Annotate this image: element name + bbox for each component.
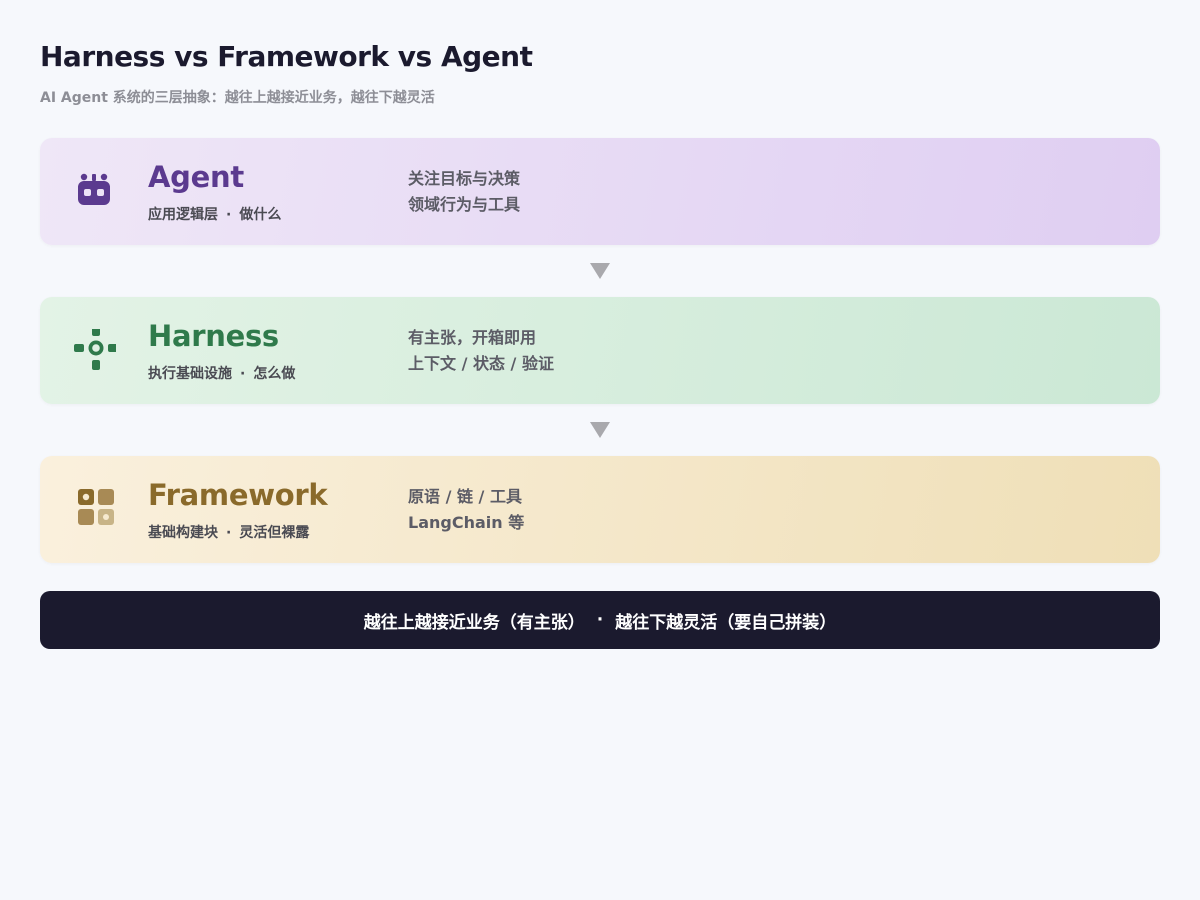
layer-role: 应用逻辑层 · 做什么 — [148, 204, 281, 224]
layer-name: Harness — [148, 319, 279, 353]
layer-role-detail: 做什么 — [239, 207, 282, 223]
layer-role-label: 执行基础设施 — [148, 366, 232, 382]
separator-dot: · — [596, 610, 604, 630]
layer-details: 关注目标与决策 领域行为与工具 — [408, 166, 520, 218]
down-arrow-icon — [590, 263, 610, 279]
separator-dot: · — [226, 207, 232, 223]
layer-role-detail: 怎么做 — [253, 366, 296, 382]
down-arrow-icon — [590, 422, 610, 438]
layer-details: 原语 / 链 / 工具 LangChain 等 — [408, 484, 524, 536]
layer-name: Agent — [148, 160, 244, 194]
layer-name: Framework — [148, 478, 328, 512]
summary-left: 越往上越接近业务（有主张） — [363, 612, 585, 633]
layer-role-label: 基础构建块 — [148, 525, 218, 541]
detail-line: 原语 / 链 / 工具 — [408, 487, 522, 506]
detail-line: 上下文 / 状态 / 验证 — [408, 354, 554, 373]
separator-dot: · — [226, 525, 232, 541]
page-subtitle: AI Agent 系统的三层抽象：越往上越接近业务，越往下越灵活 — [40, 90, 435, 106]
layer-role-detail: 灵活但裸露 — [239, 525, 310, 541]
gear-icon — [72, 329, 116, 373]
layer-agent: Agent 应用逻辑层 · 做什么 关注目标与决策 领域行为与工具 — [40, 138, 1160, 245]
robot-icon — [72, 170, 116, 214]
layer-role: 执行基础设施 · 怎么做 — [148, 363, 295, 383]
summary-bar: 越往上越接近业务（有主张） · 越往下越灵活（要自己拼装） — [40, 591, 1160, 649]
detail-line: LangChain 等 — [408, 513, 525, 532]
layer-framework: Framework 基础构建块 · 灵活但裸露 原语 / 链 / 工具 LangCh… — [40, 456, 1160, 563]
detail-line: 领域行为与工具 — [408, 195, 521, 214]
layer-details: 有主张，开箱即用 上下文 / 状态 / 验证 — [408, 325, 554, 377]
detail-line: 有主张，开箱即用 — [408, 328, 537, 347]
blocks-icon — [72, 488, 116, 532]
layer-role-label: 应用逻辑层 — [148, 207, 218, 223]
layer-role: 基础构建块 · 灵活但裸露 — [148, 522, 309, 542]
layer-harness: Harness 执行基础设施 · 怎么做 有主张，开箱即用 上下文 / 状态 / 验… — [40, 297, 1160, 404]
summary-right: 越往下越灵活（要自己拼装） — [615, 612, 837, 633]
detail-line: 关注目标与决策 — [408, 169, 521, 188]
page-title: Harness vs Framework vs Agent — [40, 40, 533, 73]
separator-dot: · — [240, 366, 246, 382]
